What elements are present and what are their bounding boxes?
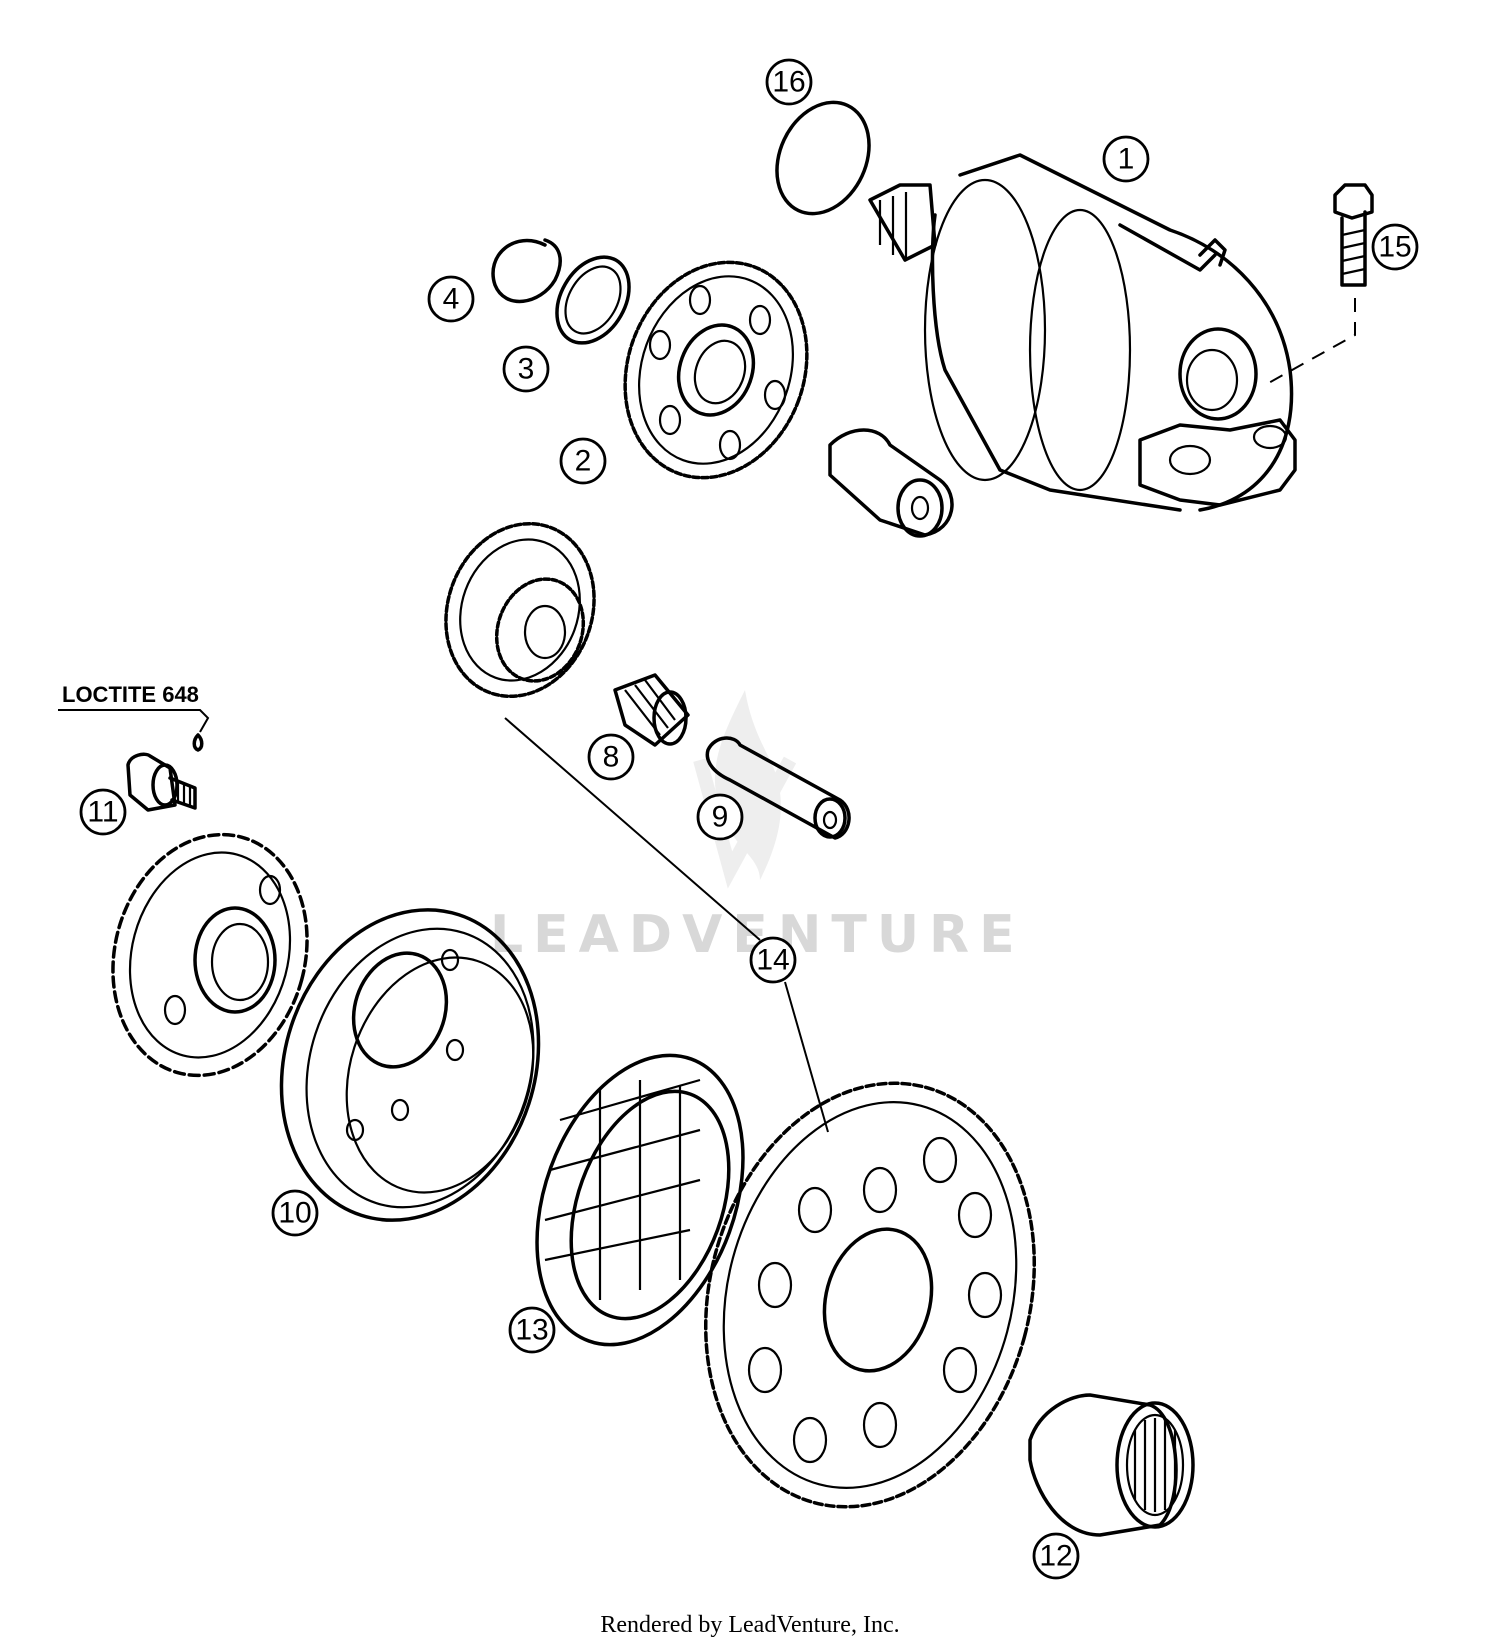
callout-13: 13 — [508, 1306, 556, 1354]
svg-text:12: 12 — [1039, 1540, 1072, 1573]
svg-text:3: 3 — [518, 353, 535, 386]
part-11-screw — [126, 733, 204, 812]
part-15-bolt — [1333, 183, 1374, 287]
svg-text:16: 16 — [772, 66, 805, 99]
part-16-o-ring — [775, 100, 871, 216]
part-12-needle-bearing — [1028, 1393, 1195, 1537]
callout-2: 2 — [559, 437, 607, 485]
bolt-leader — [1264, 298, 1356, 386]
svg-text:15: 15 — [1378, 231, 1411, 264]
part-10-flywheel — [279, 908, 541, 1222]
callout-12: 12 — [1032, 1532, 1080, 1580]
callout-16: 16 — [765, 58, 813, 106]
part-14-ring-gear — [703, 1081, 1037, 1509]
watermark-logo — [693, 690, 797, 889]
loctite-note: LOCTITE 648 — [62, 682, 199, 707]
svg-text:8: 8 — [603, 741, 620, 774]
part-1-starter-motor — [868, 153, 1297, 512]
part-left-gear — [111, 832, 309, 1078]
footer-credit: Rendered by LeadVenture, Inc. — [600, 1612, 899, 1638]
callout-8: 8 — [587, 733, 635, 781]
part-4-circlip — [491, 238, 562, 303]
callout-11: 11 — [79, 788, 127, 836]
callout-10: 10 — [271, 1189, 319, 1237]
svg-text:11: 11 — [87, 796, 118, 829]
part-sleeve — [828, 428, 954, 538]
loctite-leader — [58, 709, 210, 733]
svg-text:14: 14 — [756, 944, 789, 977]
part-2-idler-gear — [623, 260, 809, 480]
part-8-needle-bearing — [613, 673, 690, 747]
svg-text:9: 9 — [712, 801, 729, 834]
callout-9: 9 — [696, 793, 744, 841]
leader-14-lower — [784, 981, 829, 1133]
svg-text:10: 10 — [278, 1197, 311, 1230]
callout-4: 4 — [427, 275, 475, 323]
svg-text:1: 1 — [1118, 143, 1135, 176]
svg-text:2: 2 — [575, 445, 592, 478]
svg-text:4: 4 — [443, 283, 460, 316]
part-9-shaft — [705, 736, 851, 840]
callout-3: 3 — [502, 345, 550, 393]
callout-14: 14 — [749, 936, 797, 984]
part-3-washer — [555, 255, 631, 345]
svg-text:13: 13 — [515, 1314, 548, 1347]
leader-14-upper — [504, 717, 761, 941]
callout-15: 15 — [1371, 223, 1419, 271]
part-13-freewheel — [535, 1053, 745, 1347]
part-14-double-gear — [444, 521, 596, 699]
callout-1: 1 — [1102, 135, 1150, 183]
